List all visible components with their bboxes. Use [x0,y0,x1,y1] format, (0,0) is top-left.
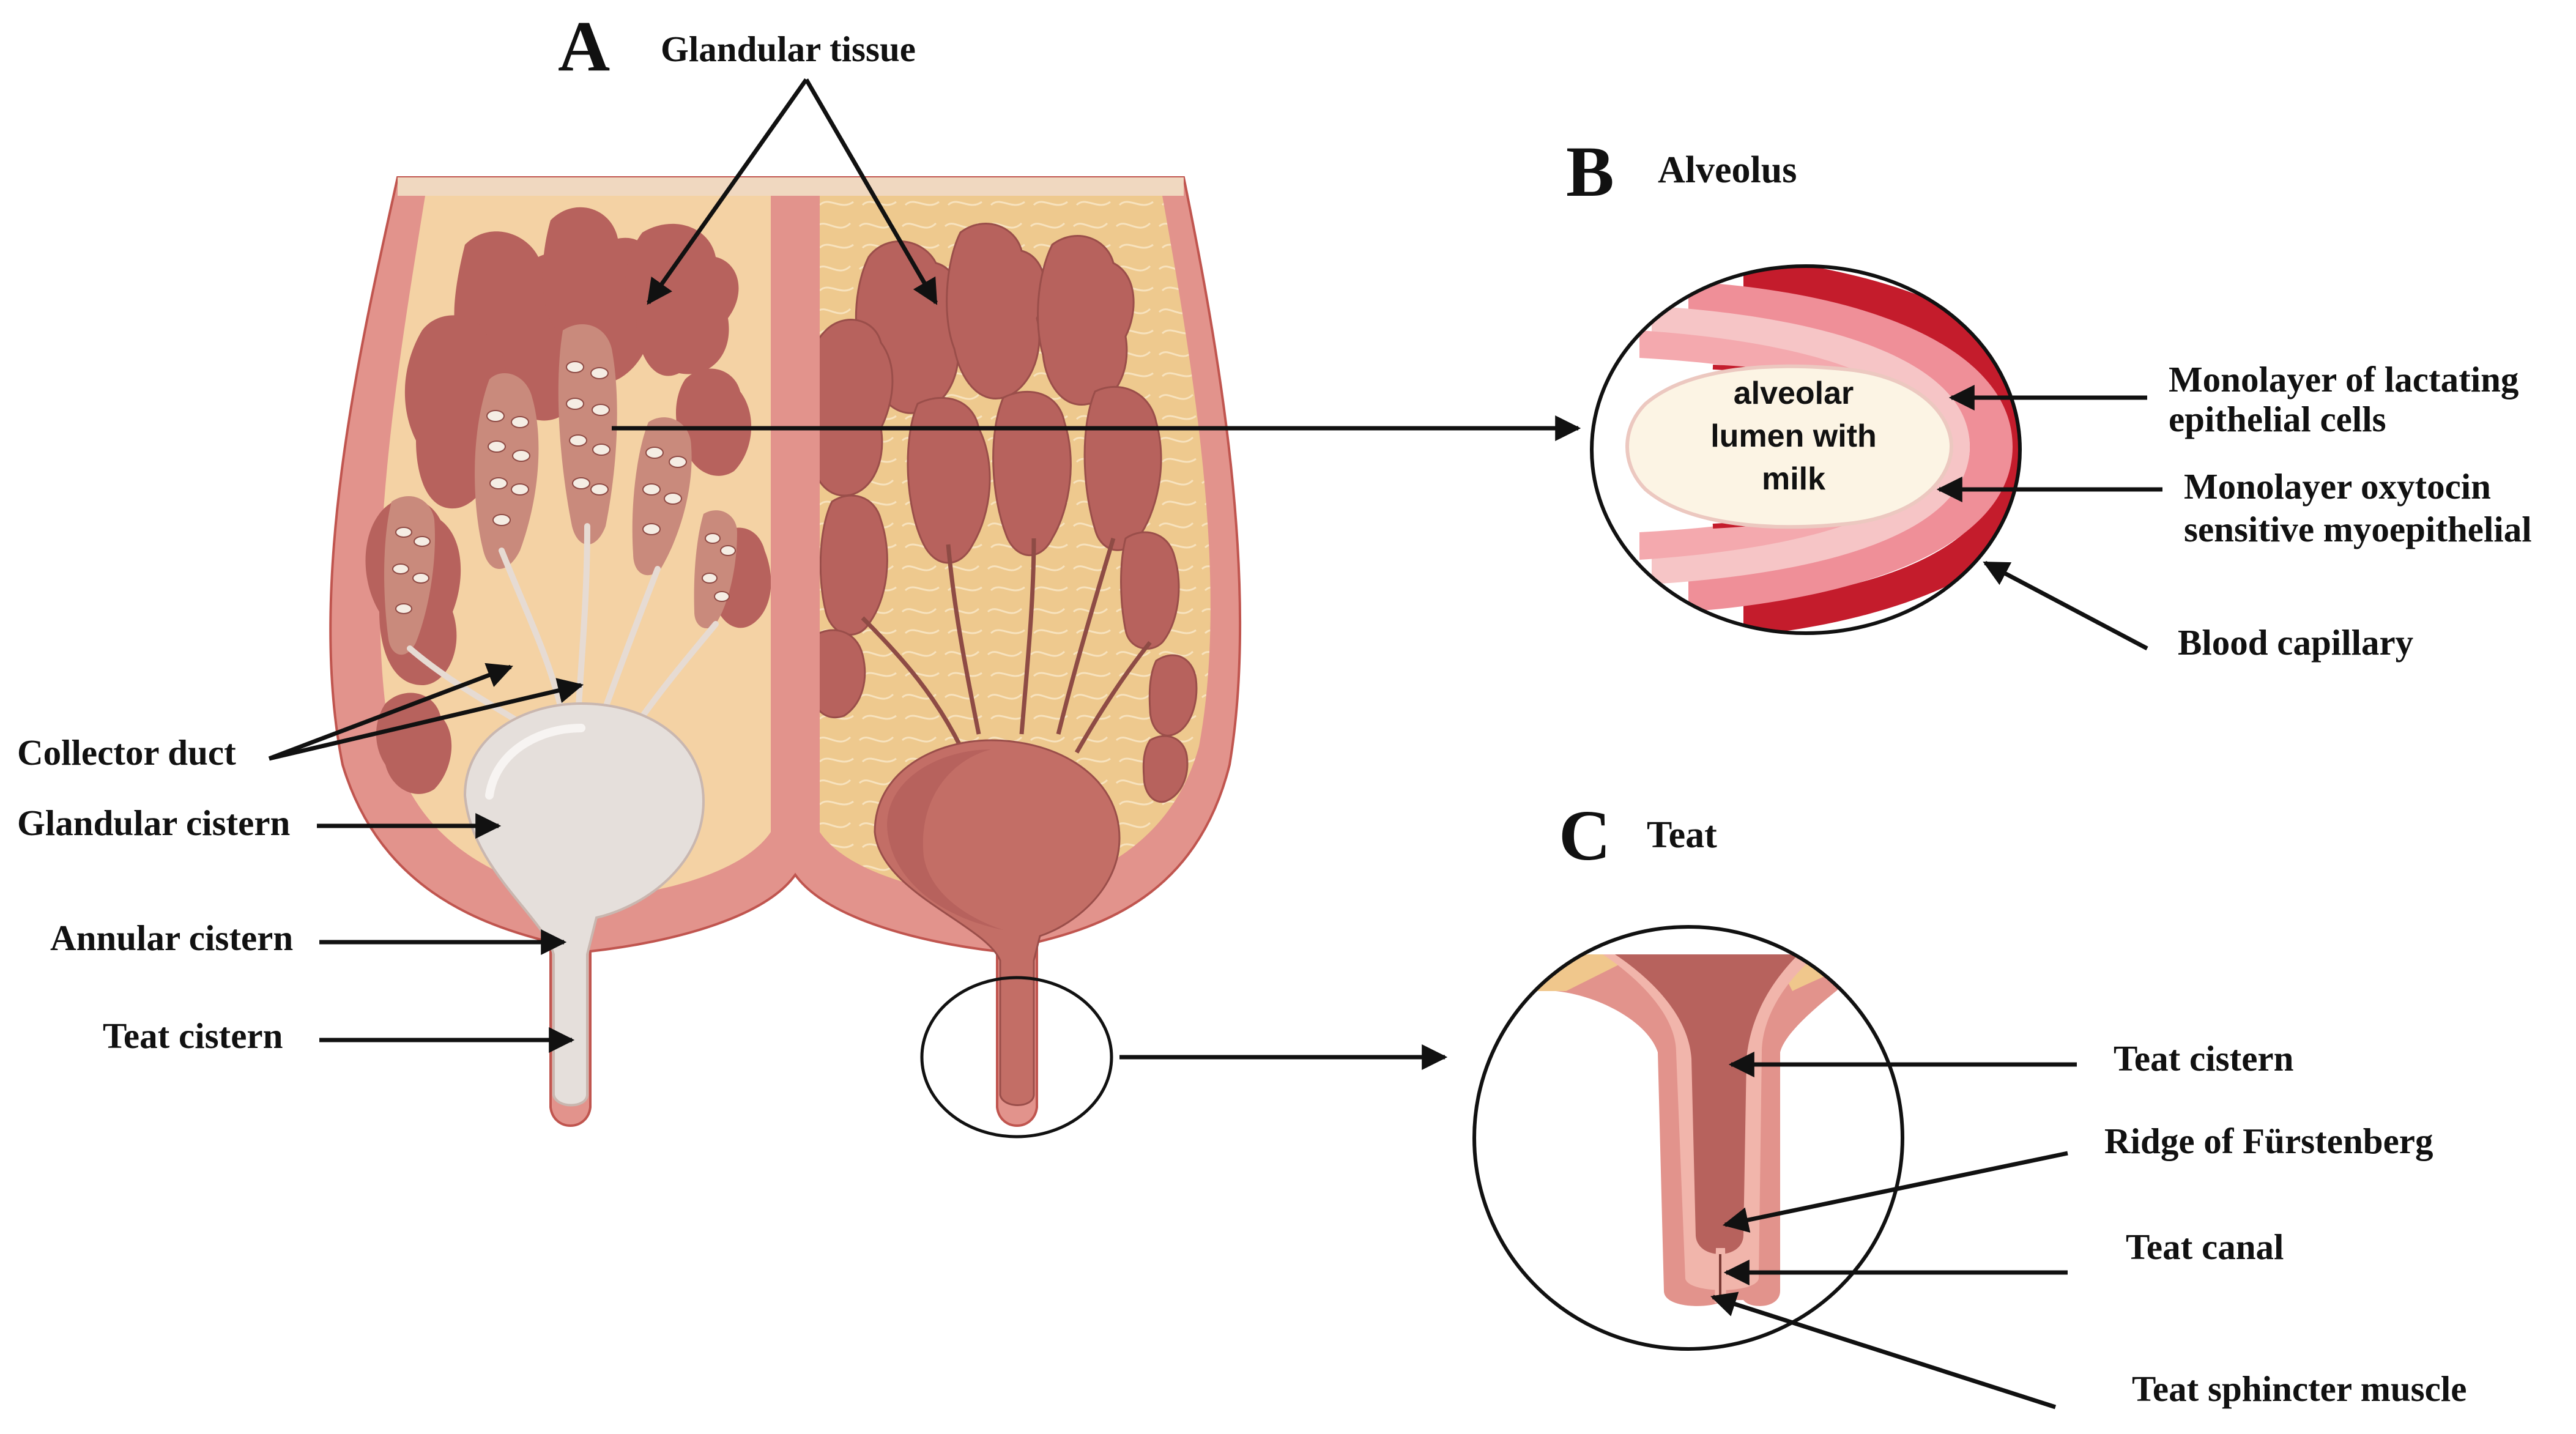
right-glandular-cistern [874,739,1121,1106]
alveolus-circle [1590,264,2022,635]
panel-c-arrows [1710,1052,2077,1410]
panel-a-letter: A [558,6,610,86]
lumen-text-3: milk [1762,461,1825,497]
myoepithelial-label-2: sensitive myoepithelial [2184,509,2532,549]
glandular-tissue-label: Glandular tissue [661,29,916,69]
lumen-text-2: lumen with [1710,418,1877,454]
epithelial-label-1: Monolayer of lactating [2169,359,2518,399]
annular-cistern-label: Annular cistern [50,918,293,958]
blood-capillary-label: Blood capillary [2178,622,2413,663]
panel-b-title: Alveolus [1658,149,1797,191]
panel-b-arrows [1936,385,2162,651]
collector-duct-label: Collector duct [17,732,236,773]
left-alveolar-branches [384,324,737,655]
teat-illustration [1474,927,1902,1349]
teat-canal-label: Teat canal [2126,1227,2284,1267]
panel-b-letter: B [1566,132,1614,212]
lumen-text-1: alveolar [1734,376,1854,411]
udder-illustration [329,176,1242,1127]
myoepithelial-label-1: Monolayer oxytocin [2184,466,2491,507]
alveolus-illustration [1592,266,2020,633]
left-glandular-cistern [463,702,705,1107]
teat-sphincter-label: Teat sphincter muscle [2132,1369,2467,1409]
alveolar-lumen [1625,364,1954,529]
teat-cistern-region [1615,954,1798,1254]
teat-circle [1472,925,1904,1351]
ridge-label: Ridge of Fürstenberg [2104,1121,2433,1161]
epithelial-label-2: epithelial cells [2169,399,2386,439]
panel-c-title: Teat [1647,814,1717,856]
panel-a-arrows [268,78,1581,1070]
teat-cistern-a-label: Teat cistern [103,1016,283,1056]
glandular-cistern-label: Glandular cistern [17,803,290,843]
panel-c-letter: C [1559,795,1611,875]
teat-cistern-c-label: Teat cistern [2114,1038,2293,1079]
right-collector-ducts [861,537,1152,754]
teat-zoom-circle [920,976,1113,1139]
